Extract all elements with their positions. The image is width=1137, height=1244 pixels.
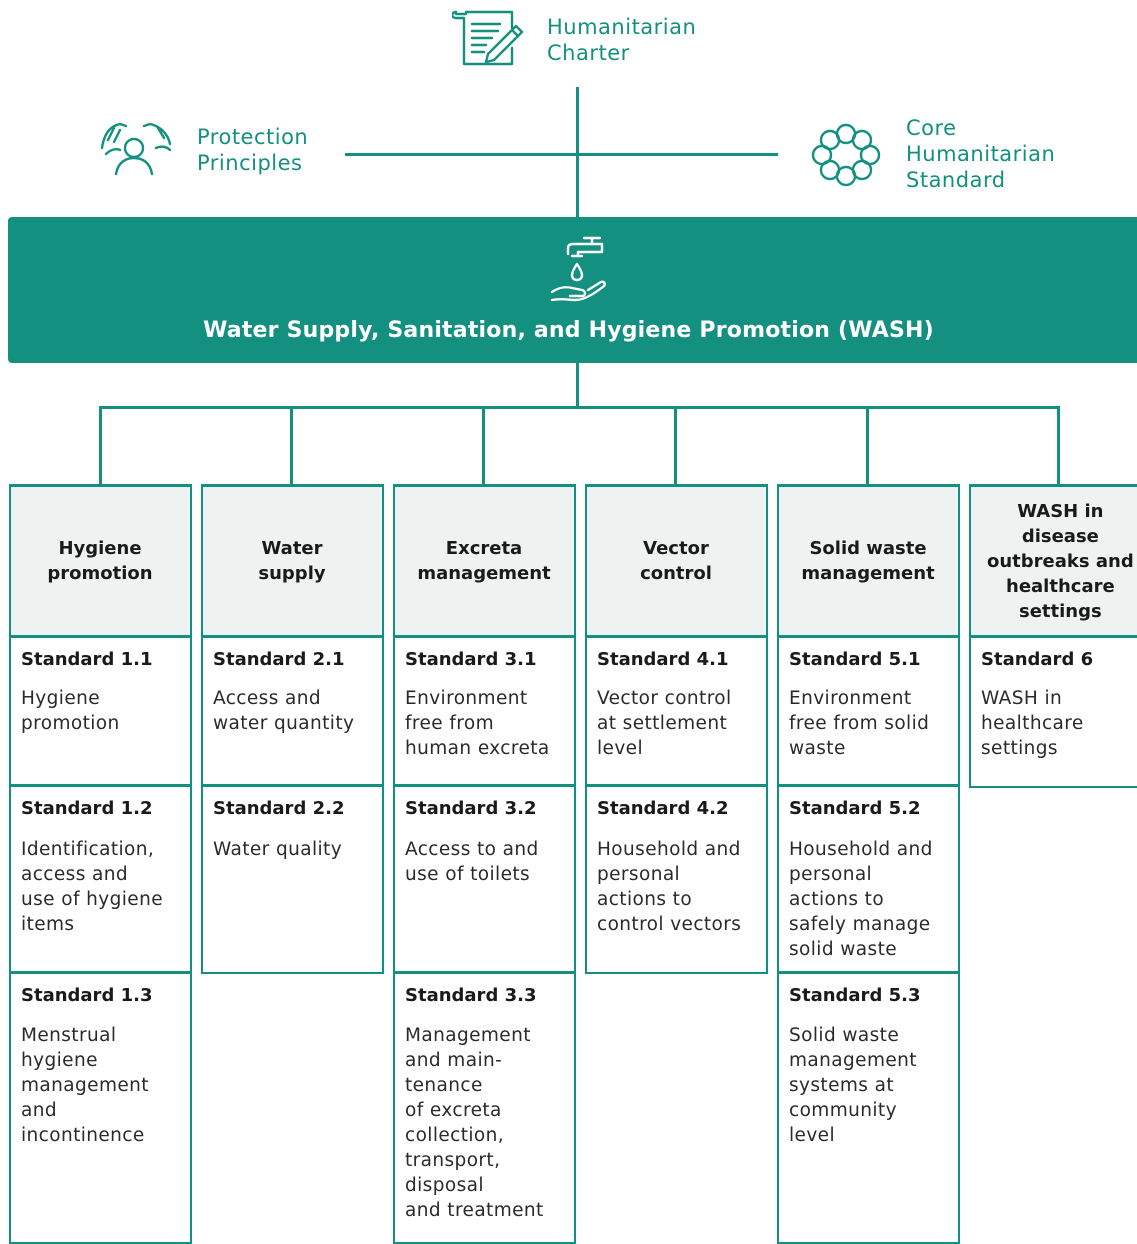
standard-5-2-title: Standard 5.2 — [789, 798, 921, 819]
separator — [9, 635, 192, 638]
standard-2-1-body: Access and water quantity — [213, 688, 355, 734]
column-header-vector-control: Vector control — [587, 487, 765, 635]
standard-3-3-body: Management and main- tenance of excreta … — [405, 1025, 544, 1221]
standard-5-3-title: Standard 5.3 — [789, 985, 921, 1006]
wash-banner — [8, 217, 1137, 363]
standard-5-2-body: Household and personal actions to safely… — [789, 839, 933, 960]
protection-hands-icon — [100, 122, 172, 176]
protection-principles-label: Protection Principles — [197, 125, 309, 175]
separator — [393, 635, 576, 638]
separator — [585, 635, 768, 638]
standard-3-3-title: Standard 3.3 — [405, 985, 537, 1006]
wash-title: Water Supply, Sanitation, and Hygiene Pr… — [203, 318, 934, 343]
column-header-excreta-management: Excreta management — [395, 487, 573, 635]
branch-col2 — [290, 406, 293, 486]
separator — [201, 635, 384, 638]
standard-1-2-title: Standard 1.2 — [21, 798, 153, 819]
separator — [9, 784, 192, 787]
standard-1-2-body: Identification, access and use of hygien… — [21, 839, 163, 935]
column-header-solid-waste-management: Solid waste management — [779, 487, 957, 635]
core-humanitarian-standard-label: Core Humanitarian Standard — [906, 116, 1056, 192]
separator — [393, 784, 576, 787]
separator — [969, 635, 1137, 638]
standard-1-3-body: Menstrual hygiene management and inconti… — [21, 1025, 149, 1146]
column-header-wash-disease-outbreaks: WASH in disease outbreaks and healthcare… — [971, 487, 1137, 635]
separator — [9, 971, 192, 974]
standard-5-3-body: Solid waste management systems at commun… — [789, 1025, 917, 1146]
column-water-supply — [201, 484, 384, 974]
branch-col3 — [482, 406, 485, 486]
column-vector-control — [585, 484, 768, 974]
charter-document-icon — [452, 10, 524, 66]
separator — [585, 784, 768, 787]
branch-col6 — [1057, 406, 1060, 486]
standard-2-1-title: Standard 2.1 — [213, 649, 345, 670]
humanitarian-charter-label: Humanitarian Charter — [547, 15, 697, 65]
standard-3-1-title: Standard 3.1 — [405, 649, 537, 670]
separator — [777, 971, 960, 974]
standard-3-1-body: Environment free from human excreta — [405, 688, 550, 759]
standard-6-title: Standard 6 — [981, 649, 1094, 670]
separator — [393, 971, 576, 974]
branch-col4 — [674, 406, 677, 486]
separator — [201, 784, 384, 787]
core-standard-rings-icon — [811, 123, 881, 187]
standard-2-2-title: Standard 2.2 — [213, 798, 345, 819]
standard-5-1-title: Standard 5.1 — [789, 649, 921, 670]
standard-1-3-title: Standard 1.3 — [21, 985, 153, 1006]
branch-col5 — [866, 406, 869, 486]
connector-horizontal-branch — [99, 406, 1059, 409]
separator — [777, 784, 960, 787]
standard-4-2-title: Standard 4.2 — [597, 798, 729, 819]
standard-4-2-body: Household and personal actions to contro… — [597, 839, 742, 935]
column-header-water-supply: Water supply — [203, 487, 381, 635]
connector-horizontal-top — [345, 153, 778, 156]
column-header-hygiene-promotion: Hygiene promotion — [11, 487, 189, 635]
standard-4-1-body: Vector control at settlement level — [597, 688, 732, 759]
standard-3-2-body: Access to and use of toilets — [405, 839, 539, 885]
separator — [777, 635, 960, 638]
standard-5-1-body: Environment free from solid waste — [789, 688, 930, 759]
standard-1-1-body: Hygiene promotion — [21, 688, 120, 734]
standard-4-1-title: Standard 4.1 — [597, 649, 729, 670]
tap-water-hand-icon — [550, 236, 606, 302]
connector-vertical-top — [576, 87, 579, 218]
connector-vertical-mid — [576, 363, 579, 408]
standard-3-2-title: Standard 3.2 — [405, 798, 537, 819]
branch-col1 — [99, 406, 102, 486]
standard-1-1-title: Standard 1.1 — [21, 649, 153, 670]
standard-6-body: WASH in healthcare settings — [981, 688, 1084, 759]
standard-2-2-body: Water quality — [213, 839, 343, 860]
